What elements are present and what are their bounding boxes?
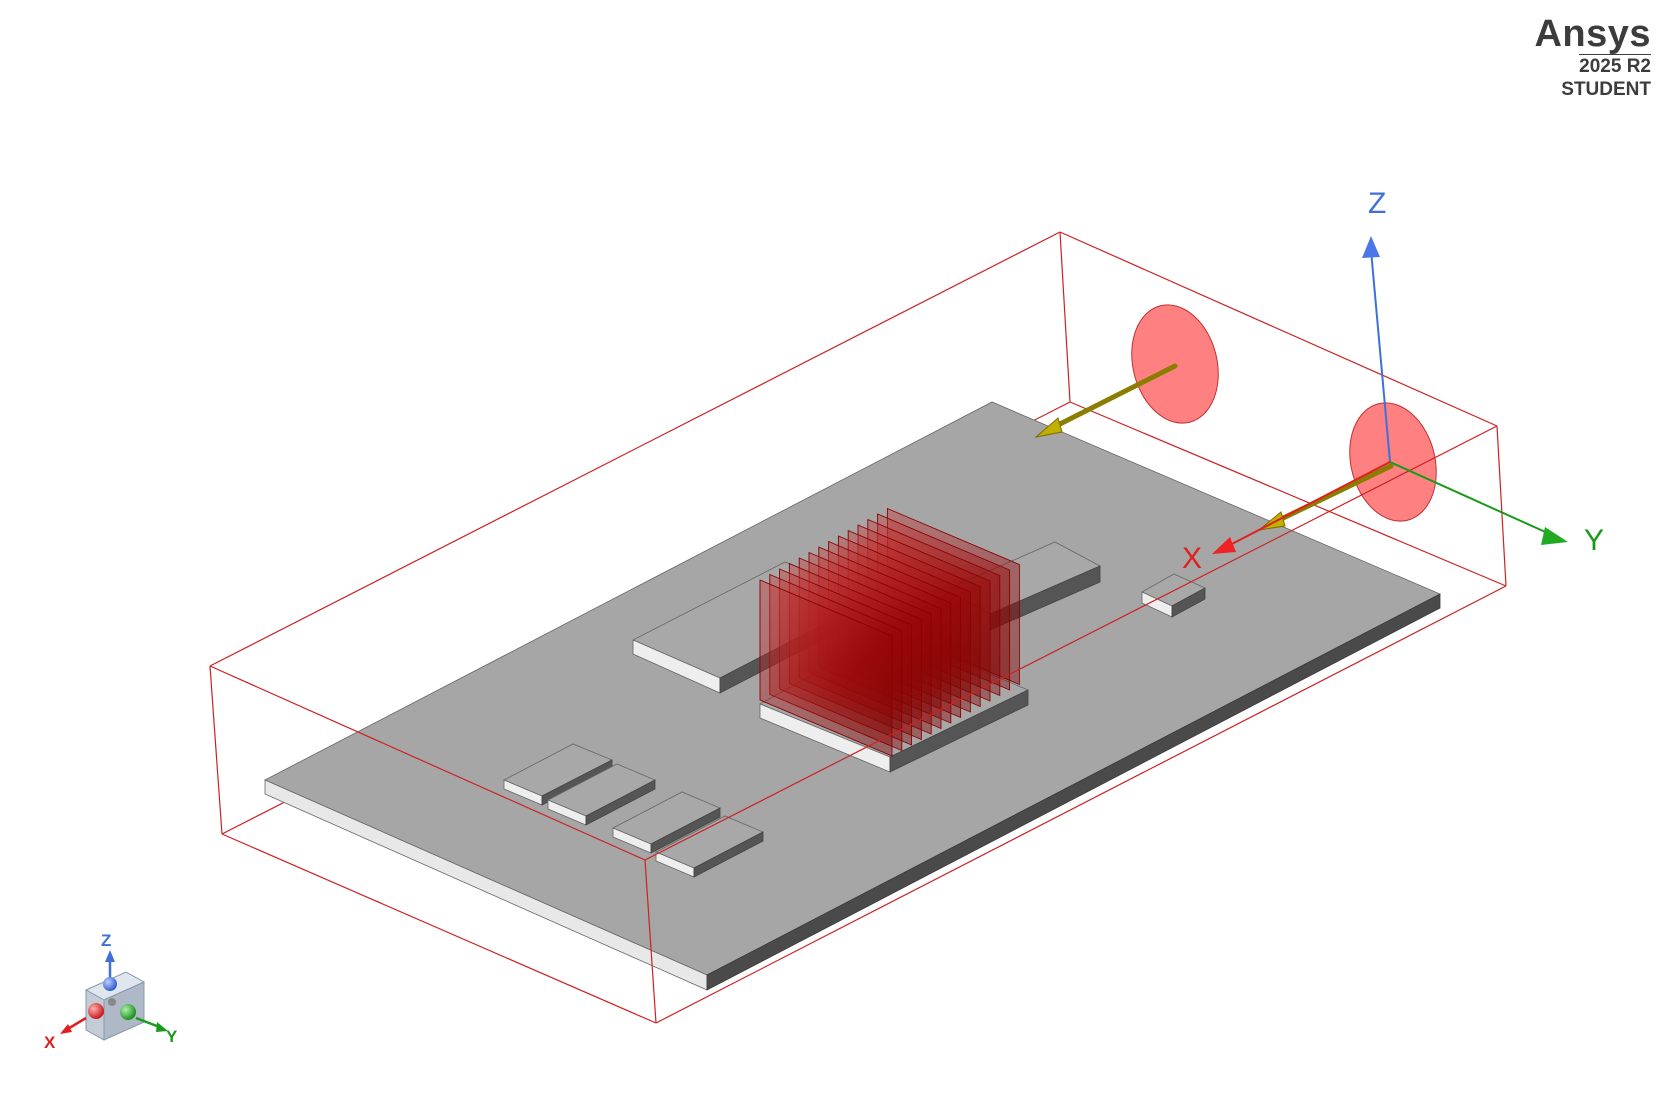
orientation-triad[interactable]: Z X Y [44,931,178,1052]
logo-brand: Ansys [1534,13,1651,55]
global-axes: Z Y X [1182,187,1604,575]
logo-version: 2025 R2 [1579,54,1651,77]
component-chip-small[interactable] [1141,573,1206,618]
heatsink-fin[interactable] [759,579,893,757]
triad-label-z: Z [101,931,111,950]
pcb-components [503,541,1206,878]
enclosure-front-edges [209,425,1507,1024]
axis-label-y: Y [1584,524,1604,557]
component-resistor-2[interactable] [547,763,656,826]
triad-label-y: Y [166,1027,178,1046]
heatsink-fins[interactable] [759,507,1020,757]
logo-edition: STUDENT [1561,79,1651,100]
flow-vector-1 [1034,363,1178,438]
ansys-logo: Ansys 2025 R2 STUDENT [1534,14,1651,102]
inlet-opening-2[interactable] [1338,394,1449,531]
component-resistor-4[interactable] [655,815,764,878]
axis-label-z: Z [1368,187,1386,220]
axis-label-x: X [1182,542,1202,575]
component-resistor-3[interactable] [612,791,721,854]
triad-label-x: X [44,1033,56,1052]
